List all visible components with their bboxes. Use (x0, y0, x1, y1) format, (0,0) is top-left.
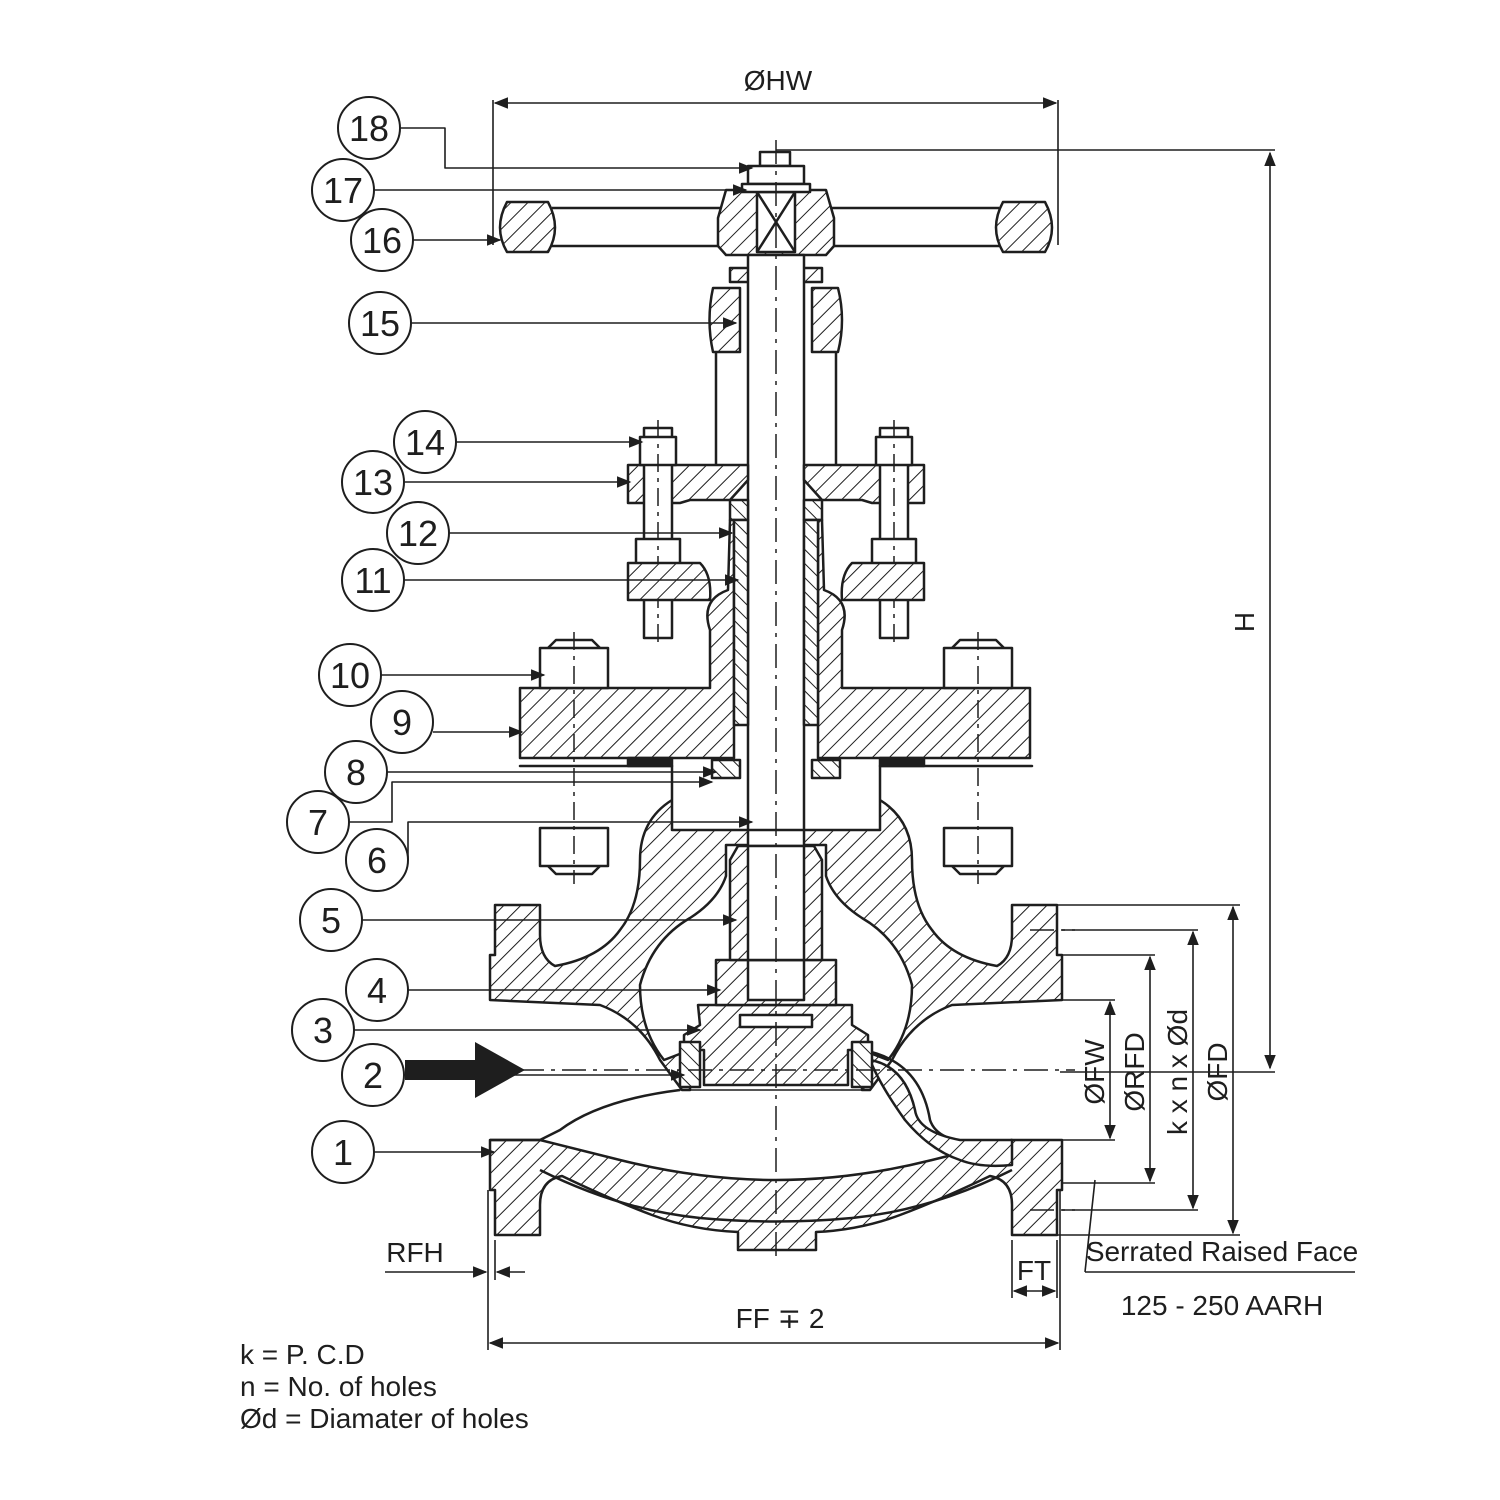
callout-16: 16 (362, 220, 402, 261)
callout-circles (286, 96, 457, 1184)
callout-numbers: 18 17 16 15 14 13 12 11 10 9 8 7 6 5 4 3… (308, 108, 445, 1173)
dim-hw-label: ØHW (744, 65, 813, 96)
callout-17: 17 (323, 170, 363, 211)
dimension-labels: ØHW H ØFW ØRFD k x n x Ød ØFD RFH FT FF … (386, 65, 1260, 1334)
bonnet-bolt-left (538, 632, 610, 884)
callout-13: 13 (353, 462, 393, 503)
legend: k = P. C.D n = No. of holes Ød = Diamate… (240, 1339, 529, 1434)
legend-hole-diameter: Ød = Diamater of holes (240, 1403, 529, 1434)
callout-10: 10 (330, 655, 370, 696)
dim-kxnxd-label: k x n x Ød (1162, 1009, 1193, 1135)
face-note-line1: Serrated Raised Face (1086, 1236, 1358, 1267)
callout-9: 9 (392, 702, 412, 743)
face-finish-note: Serrated Raised Face 125 - 250 AARH (1086, 1236, 1358, 1321)
legend-pcd: k = P. C.D (240, 1339, 365, 1370)
dim-ff-label: FF ∓ 2 (736, 1303, 825, 1334)
callout-leaders (349, 127, 754, 1158)
flow-arrow (405, 1042, 525, 1098)
packing (732, 518, 820, 727)
callout-3: 3 (313, 1010, 333, 1051)
dim-rfd-label: ØRFD (1119, 1032, 1150, 1111)
bonnet-bolt-right (942, 632, 1014, 884)
callout-5: 5 (321, 900, 341, 941)
legend-holes: n = No. of holes (240, 1371, 437, 1402)
dim-ft-label: FT (1017, 1255, 1051, 1286)
callout-1: 1 (333, 1132, 353, 1173)
seat-ring (678, 1040, 874, 1089)
callout-11: 11 (354, 560, 391, 601)
callout-2: 2 (363, 1055, 383, 1096)
callout-7: 7 (308, 802, 328, 843)
dim-fw-label: ØFW (1079, 1039, 1110, 1105)
gland-stud-right (870, 420, 918, 645)
callout-6: 6 (367, 840, 387, 881)
bonnet (518, 518, 1032, 760)
dim-h-label: H (1229, 612, 1260, 632)
callout-18: 18 (349, 108, 389, 149)
callout-4: 4 (367, 970, 387, 1011)
callout-12: 12 (398, 513, 438, 554)
dimension-lines (385, 97, 1355, 1350)
centerlines (520, 140, 1075, 1260)
callout-14: 14 (405, 422, 445, 463)
callout-8: 8 (346, 752, 366, 793)
dim-fd-label: ØFD (1202, 1042, 1233, 1101)
dim-rfh-label: RFH (386, 1237, 444, 1268)
callout-15: 15 (360, 303, 400, 344)
face-note-line2: 125 - 250 AARH (1121, 1290, 1323, 1321)
